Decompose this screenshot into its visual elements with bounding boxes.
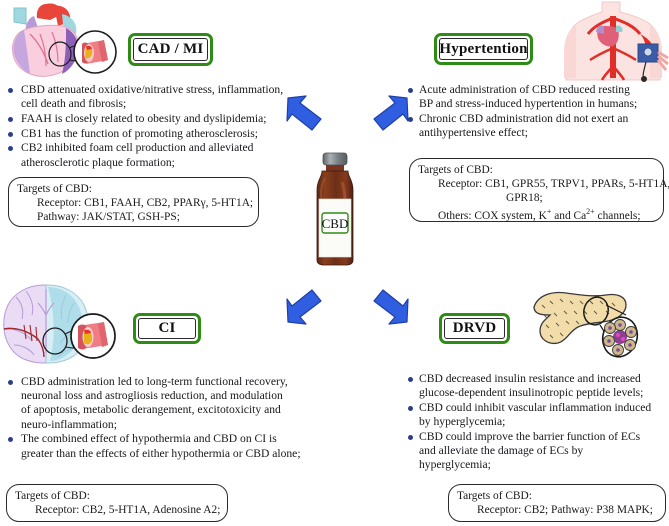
arrow-down-right-icon [373,289,409,325]
targets-heading: Targets of CBD: [418,164,493,176]
targets-receptor-line: Receptor: CB1, GPR55, TRPV1, PPARs, 5-HT… [438,178,669,190]
targets-receptor-line: Receptor: CB2, 5-HT1A, Adenosine A2; [35,504,221,516]
bullet-list-hypertention: Acute administration of CBD reduced rest… [404,83,669,141]
quadrant-title-drvd: DRVD [439,313,510,344]
targets-box-ci: Targets of CBD: Receptor: CB2, 5-HT1A, A… [6,484,228,522]
bullet-list-drvd: CBD decreased insulin resistance and inc… [404,372,669,473]
quadrant-title-cad-mi: CAD / MI [128,33,213,66]
targets-heading: Targets of CBD: [17,183,92,195]
targets-receptor-line: Receptor: CB1, FAAH, CB2, PPARγ, 5-HT1A; [37,197,254,209]
list-item: Chronic CBD administration did not exert… [404,112,669,140]
quadrant-title-hypertention-label: Hypertention [439,38,528,60]
quadrant-title-ci: CI [133,313,201,344]
arrow-up-left-icon [286,95,322,131]
quadrant-title-hypertention: Hypertention [434,33,533,65]
quadrant-title-ci-label: CI [138,318,196,339]
targets-receptor-line-cont: GPR18; [506,192,543,204]
others-post: channels; [594,209,641,222]
others-mid: and Ca [551,209,587,222]
list-item: CBD administration led to long‐term func… [6,375,306,432]
list-item: CBD could inhibit vascular inflammation … [404,401,669,429]
two-plus-superscript: 2+ [586,207,595,216]
heart-with-vessel-magnifier-icon [11,3,117,77]
targets-box-drvd: Targets of CBD: Receptor: CB2; Pathway: … [448,484,666,522]
targets-heading: Targets of CBD: [457,490,532,502]
torso-blood-pressure-cuff-icon [564,1,669,82]
quadrant-title-drvd-label: DRVD [444,318,505,339]
targets-pathway-line: Pathway: JAK/STAT, GSH-PS; [37,211,180,223]
list-item: Acute administration of CBD reduced rest… [404,83,669,111]
brain-with-vessel-magnifier-icon [3,284,116,364]
targets-receptor-pathway-line: Receptor: CB2; Pathway: P38 MAPK; [477,504,653,516]
list-item: The combined effect of hypothermia and C… [6,432,306,460]
targets-box-cad-mi: Targets of CBD: Receptor: CB1, FAAH, CB2… [8,177,259,227]
targets-box-hypertention: Targets of CBD: Receptor: CB1, GPR55, TR… [409,158,669,223]
cbd-bottle-icon: CBD [316,152,354,266]
pancreas-with-islet-magnifier-icon [533,291,639,358]
arrow-up-right-icon [373,95,409,131]
arrow-down-left-icon [286,289,322,325]
quadrant-title-cad-mi-label: CAD / MI [133,38,208,61]
list-item: CB1 has the function of promoting athero… [6,127,288,141]
plus-superscript: + [546,207,552,216]
list-item: CBD could improve the barrier function o… [404,430,669,473]
list-item: CB2 inhibited foam cell production and a… [6,141,288,169]
list-item: FAAH is closely related to obesity and d… [6,112,288,126]
list-item: CBD attenuated oxidative/nitrative stres… [6,83,288,111]
bottle-label: CBD [322,216,349,231]
list-item: CBD decreased insulin resistance and inc… [404,372,669,400]
others-pre: Others: COX system, K [438,209,547,222]
targets-heading: Targets of CBD: [15,490,90,502]
bullet-list-ci: CBD administration led to long‐term func… [6,375,306,461]
bullet-list-cad-mi: CBD attenuated oxidative/nitrative stres… [6,83,288,170]
targets-others-line: Others: COX system, K+ and Ca2+ channels… [418,205,655,223]
